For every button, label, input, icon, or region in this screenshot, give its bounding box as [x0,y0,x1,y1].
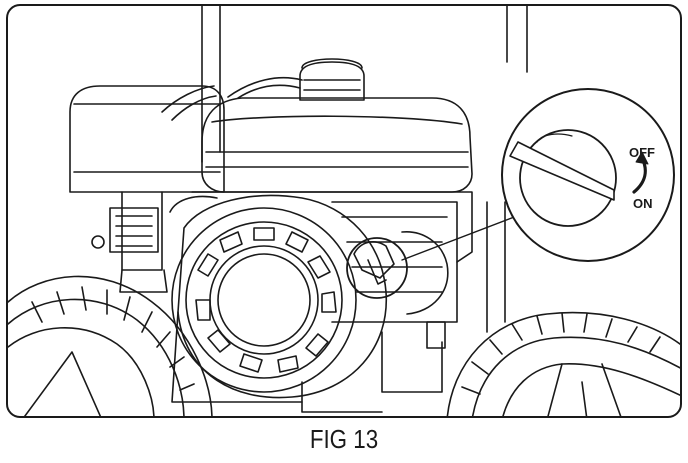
air-filter-housing [69,85,225,293]
engine-block [169,191,473,413]
figure-frame: OFF ON [6,4,682,418]
starter-vents [195,227,337,373]
recoil-starter [171,194,388,403]
switch-callout [346,213,523,299]
engine-illustration [8,6,680,416]
figure-caption: FIG 13 [309,424,379,454]
right-wheel [446,311,680,416]
switch-inset [501,88,675,262]
off-label: OFF [629,145,655,160]
left-wheel [8,275,213,416]
on-label: ON [633,196,653,211]
switch-labels: OFF ON [629,145,655,211]
fuel-tank [161,58,473,193]
